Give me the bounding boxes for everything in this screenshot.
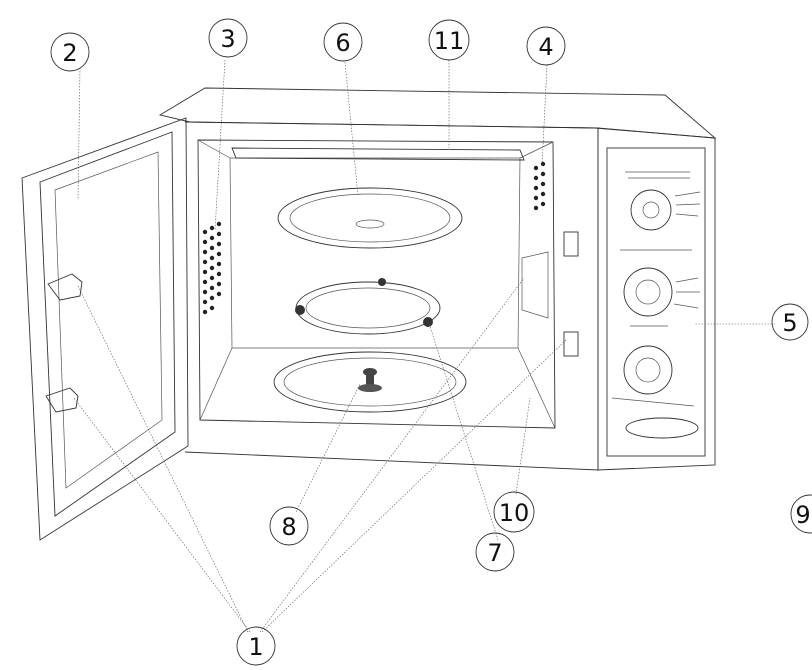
oven-cavity bbox=[197, 139, 556, 429]
svg-text:10: 10 bbox=[499, 499, 530, 527]
callout-9: 9 bbox=[790, 494, 812, 534]
svg-text:7: 7 bbox=[487, 539, 502, 567]
callout-10: 10 bbox=[493, 491, 535, 533]
svg-text:11: 11 bbox=[434, 27, 465, 55]
svg-text:9: 9 bbox=[795, 501, 810, 529]
oven-body bbox=[158, 87, 717, 471]
turntable-support bbox=[273, 351, 467, 413]
callout-6: 6 bbox=[323, 22, 363, 62]
callout-11: 11 bbox=[428, 19, 470, 61]
callout-3: 3 bbox=[208, 18, 248, 58]
roller-ring bbox=[295, 278, 441, 335]
callout-4: 4 bbox=[526, 26, 566, 66]
glass-turntable bbox=[277, 187, 463, 249]
svg-text:1: 1 bbox=[248, 633, 263, 661]
leader-lines bbox=[73, 59, 775, 633]
right-vent-grill bbox=[533, 161, 546, 211]
left-vent-grill bbox=[202, 221, 222, 315]
svg-text:5: 5 bbox=[782, 309, 797, 337]
svg-text:3: 3 bbox=[220, 25, 235, 53]
svg-text:4: 4 bbox=[538, 33, 553, 61]
control-panel bbox=[606, 147, 706, 457]
callout-2: 2 bbox=[50, 32, 90, 72]
callout-7: 7 bbox=[475, 532, 515, 572]
callout-1: 1 bbox=[236, 626, 276, 666]
oven-door bbox=[21, 117, 189, 541]
callout-5: 5 bbox=[771, 303, 809, 341]
svg-text:6: 6 bbox=[335, 29, 350, 57]
svg-text:2: 2 bbox=[62, 39, 77, 67]
safety-lock-slots bbox=[563, 231, 579, 357]
svg-text:8: 8 bbox=[281, 513, 296, 541]
callout-8: 8 bbox=[269, 506, 309, 546]
